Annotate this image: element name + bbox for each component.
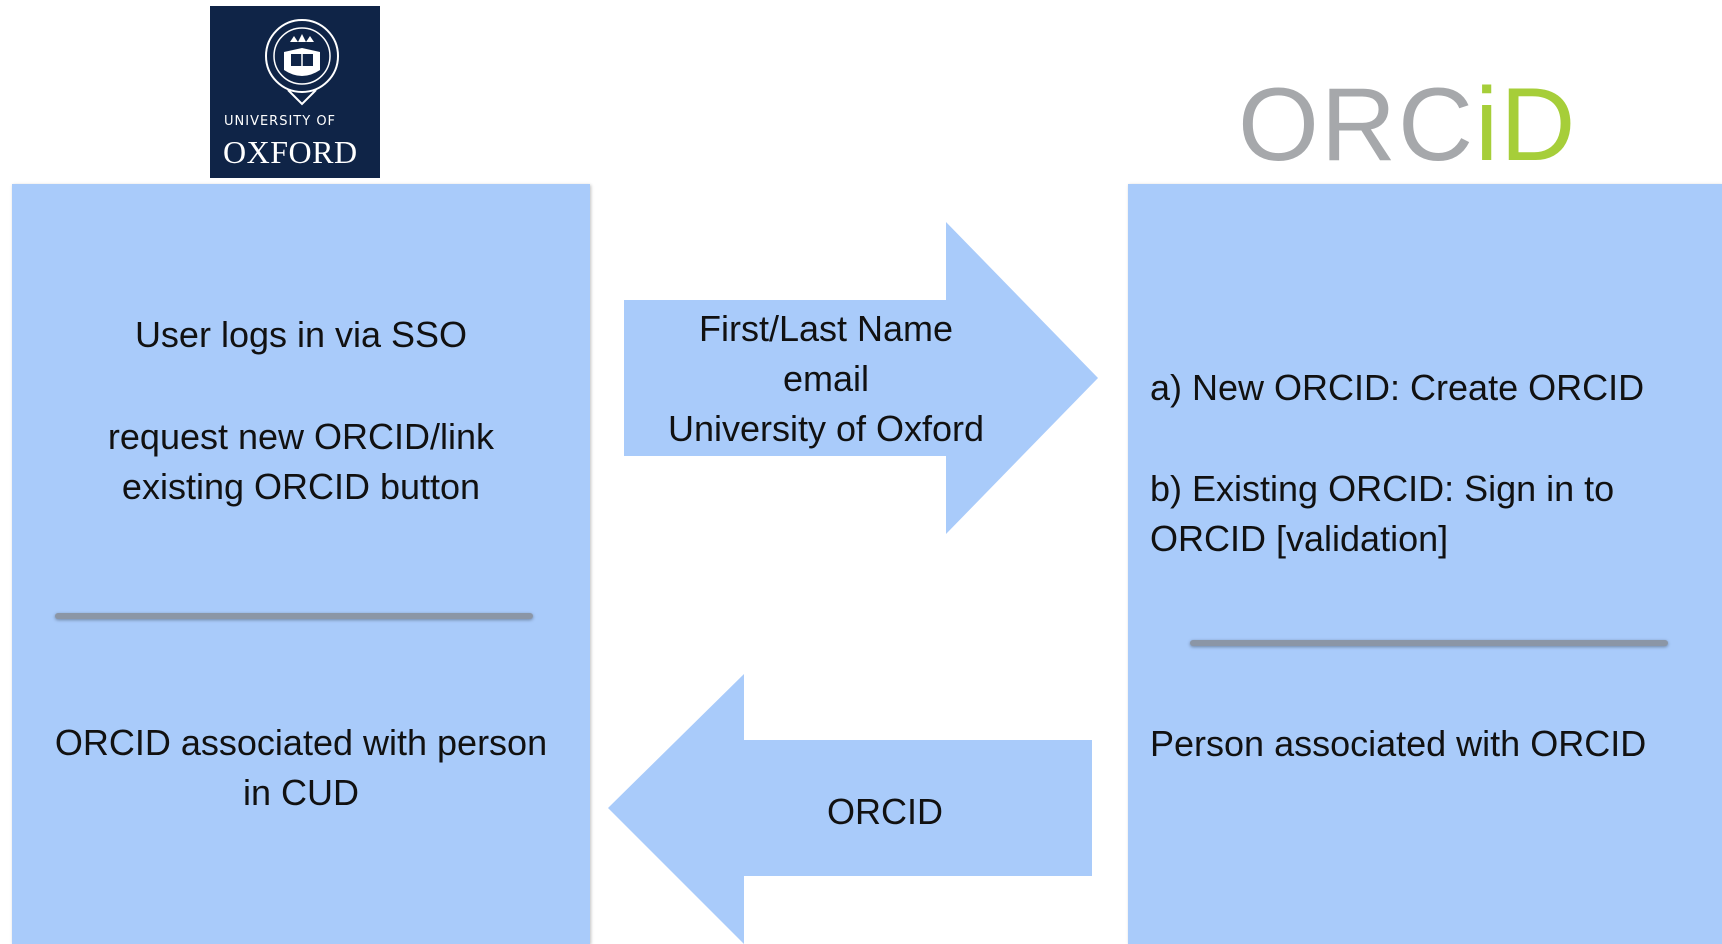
right-panel-line-person: Person associated with ORCID [1150,723,1647,764]
right-arrow-line-email: email [782,358,870,399]
left-arrow-label-orcid: ORCID [827,791,943,832]
left-panel-line-button: existing ORCID button [121,466,481,507]
oxford-crest-icon [265,19,339,106]
right-panel-line-existing: b) Existing ORCID: Sign in to [1150,468,1615,509]
oxford-logo-line1: UNIVERSITY OF [224,114,337,129]
left-panel-line-cud: in CUD [242,772,359,813]
right-panel-orcid: a) New ORCID: Create ORCID b) Existing O… [1128,184,1722,944]
right-panel-divider [1190,640,1668,646]
right-panel-line-validation: ORCID [validation] [1150,518,1449,559]
right-arrow-shape [624,222,1098,534]
left-panel-line-associated: ORCID associated with person [54,722,548,763]
right-panel-line-new-orcid: a) New ORCID: Create ORCID [1150,367,1645,408]
left-panel-cud: User logs in via SSO request new ORCID/l… [12,184,590,944]
oxford-logo-line2: OXFORD [223,134,358,170]
right-arrow-line-university: University of Oxford [667,408,985,449]
left-panel-line-request: request new ORCID/link [107,416,495,457]
orcid-logo: ORCiD [1238,70,1578,180]
left-arrow-shape [608,674,1092,944]
left-panel-line-sso: User logs in via SSO [134,314,468,355]
orcid-logo-part1: ORC [1238,67,1476,183]
orcid-logo-part2: iD [1475,67,1578,183]
oxford-logo: UNIVERSITY OF OXFORD [210,6,380,178]
right-arrow-line-name: First/Last Name [698,308,954,349]
left-panel-divider [55,613,533,619]
